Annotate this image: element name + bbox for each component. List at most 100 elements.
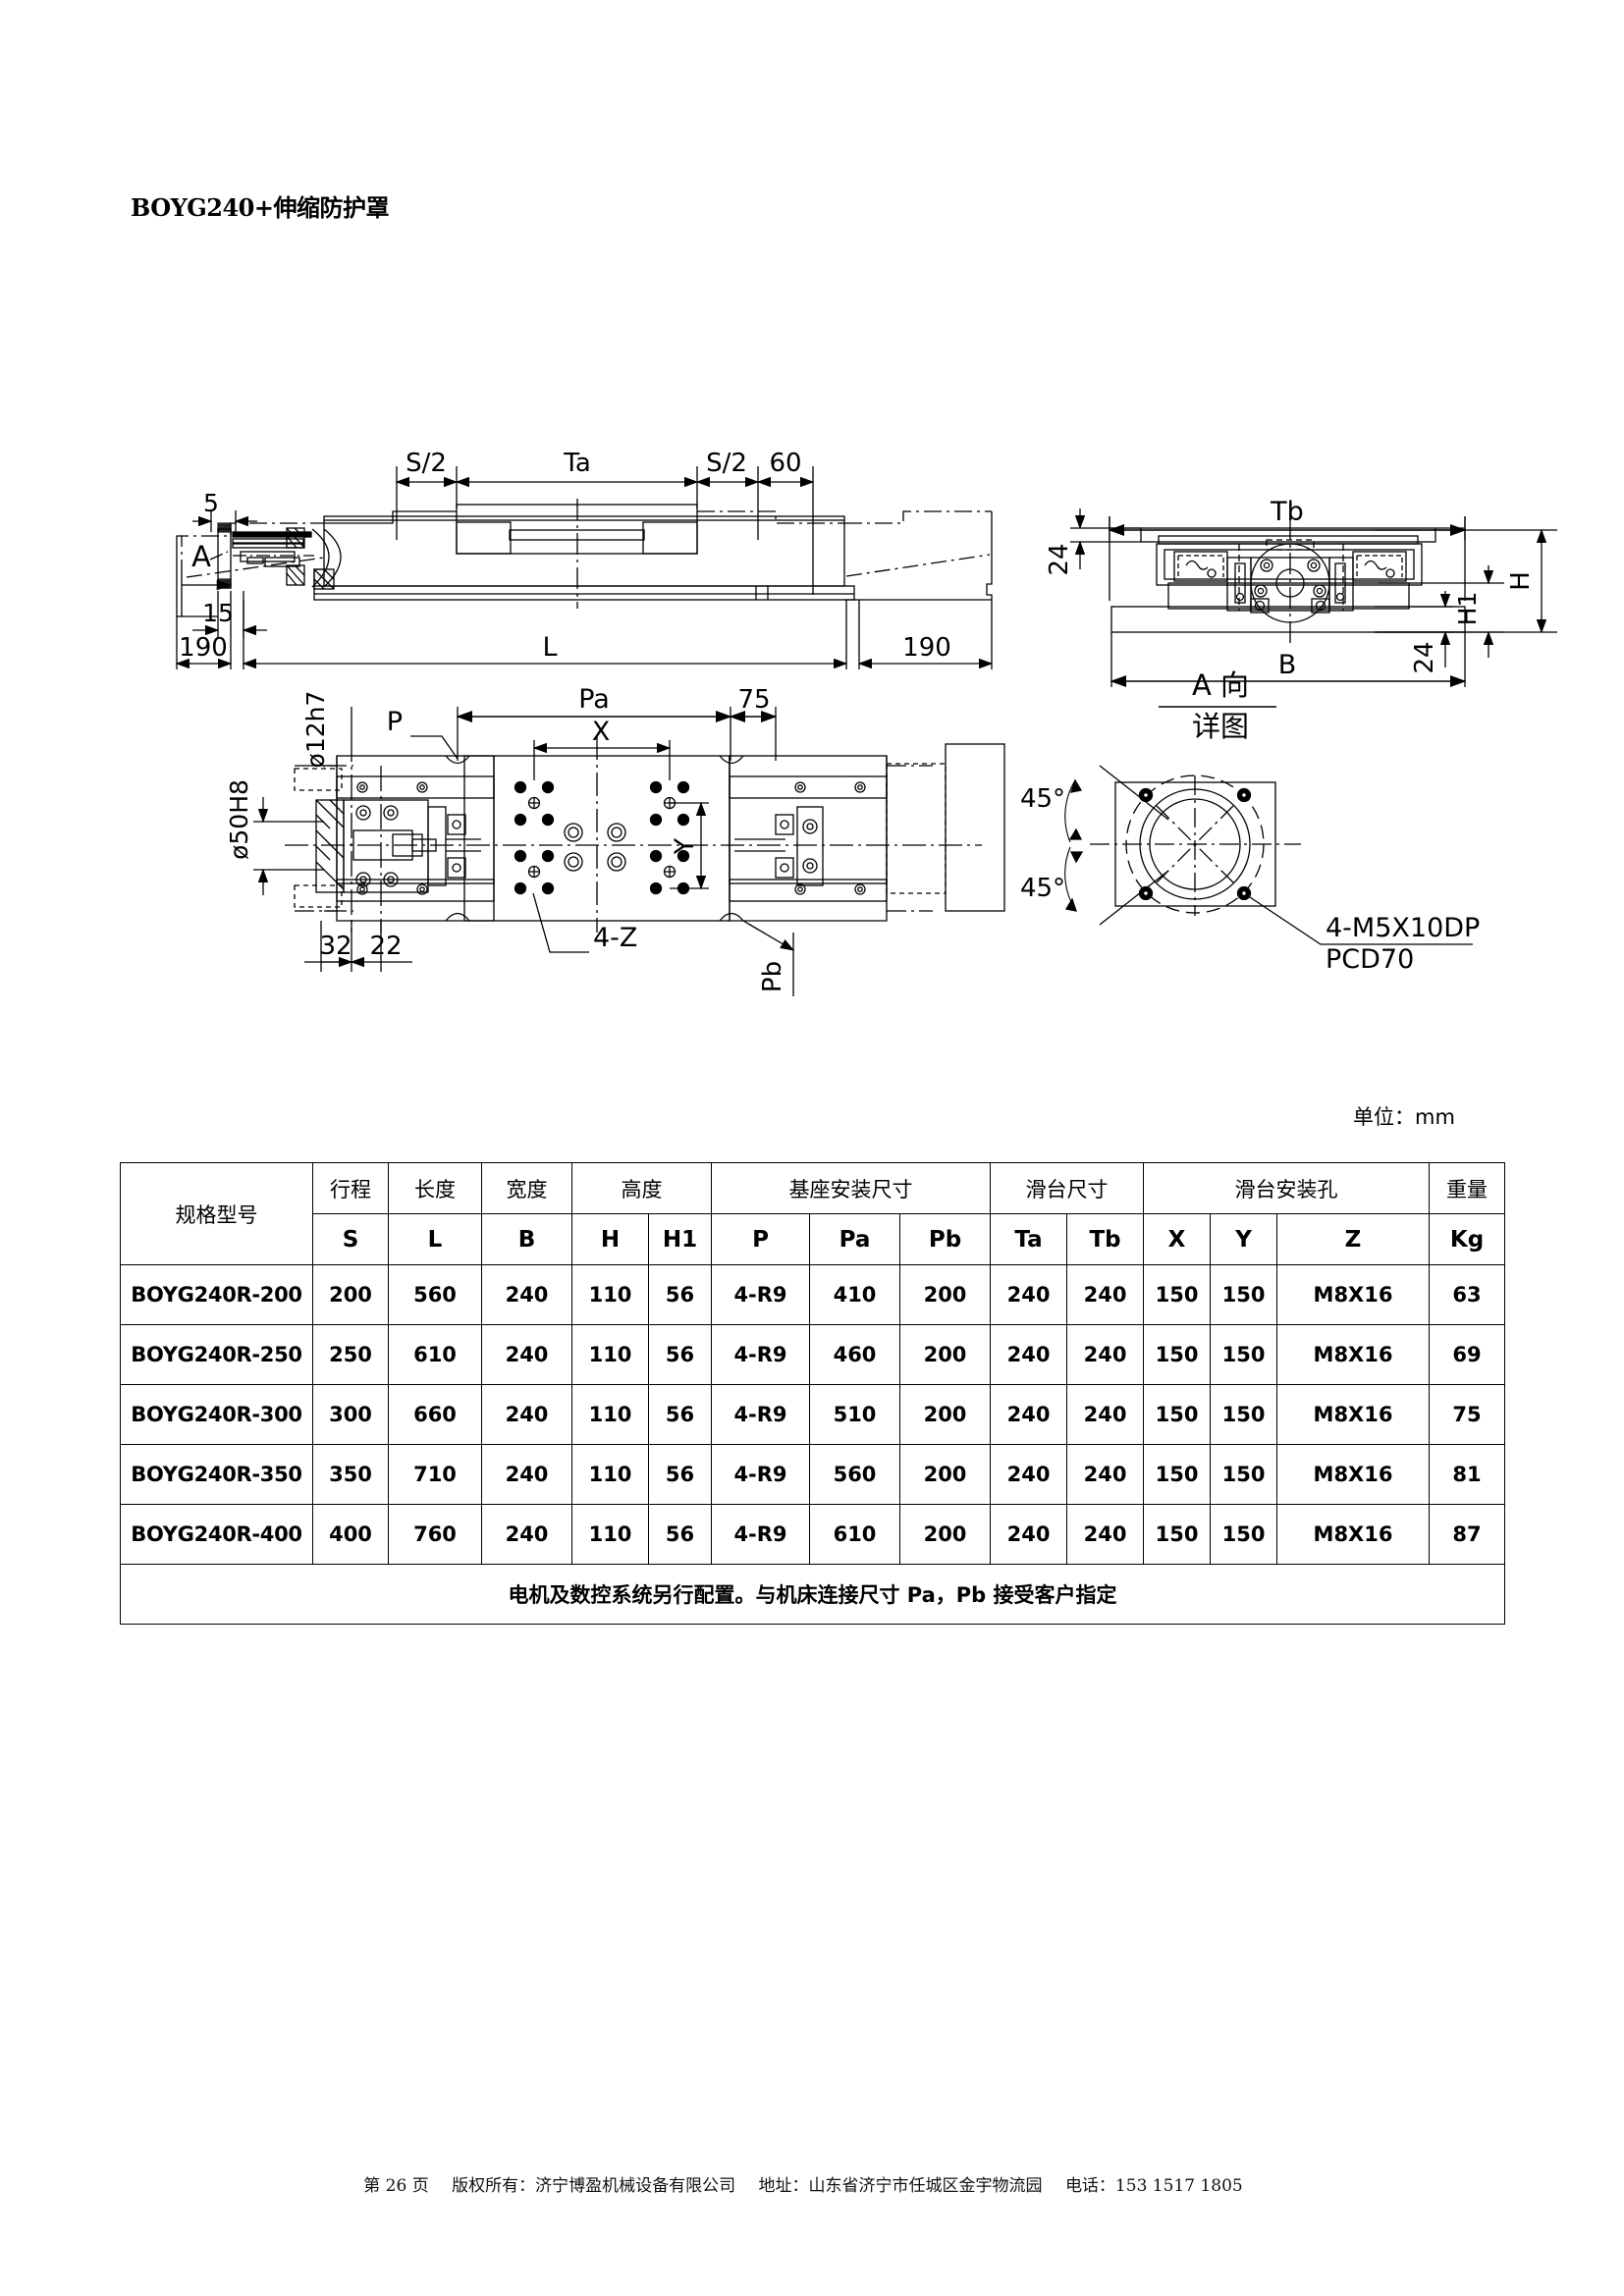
dim-B: B: [1278, 650, 1297, 680]
cell-x: 150: [1143, 1324, 1212, 1385]
cell-tb: 240: [1066, 1264, 1145, 1325]
cell-tb: 240: [1066, 1324, 1145, 1385]
symbol-header-p: P: [711, 1213, 810, 1265]
cell-pb: 200: [898, 1264, 992, 1325]
dim-dia-50H8: ø50H8: [225, 779, 253, 860]
cell-s: 300: [312, 1384, 389, 1445]
header-stroke: 行程: [312, 1162, 389, 1214]
header-height: 高度: [571, 1162, 712, 1214]
cell-tb: 240: [1066, 1384, 1145, 1445]
dim-60: 60: [769, 449, 801, 478]
cell-z: M8X16: [1276, 1504, 1431, 1565]
detail-view-a: A 向 详图: [1020, 668, 1480, 975]
footer-page-number: 第 26 页: [363, 2176, 429, 2196]
header-base-mount: 基座安装尺寸: [710, 1162, 992, 1214]
cell-l: 710: [388, 1444, 482, 1505]
dim-Ta: Ta: [563, 449, 591, 478]
symbol-header-h1: H1: [648, 1213, 712, 1265]
cell-h1: 56: [648, 1264, 712, 1325]
cell-ta: 240: [990, 1264, 1068, 1325]
symbol-header-kg: Kg: [1429, 1213, 1506, 1265]
dim-angle-top: 45°: [1020, 784, 1065, 814]
dim-15: 15: [202, 599, 234, 627]
dim-H1: H1: [1453, 592, 1482, 626]
dim-s-half-left: S/2: [406, 449, 447, 478]
symbol-header-z: Z: [1276, 1213, 1431, 1265]
table-note: 电机及数控系统另行配置。与机床连接尺寸 Pa，Pb 接受客户指定: [119, 1564, 1506, 1625]
cell-y: 150: [1210, 1384, 1278, 1445]
cell-z: M8X16: [1276, 1264, 1431, 1325]
cell-ta: 240: [990, 1384, 1068, 1445]
symbol-header-h: H: [571, 1213, 649, 1265]
units-note: 单位：mm: [1353, 1105, 1455, 1129]
cell-x: 150: [1143, 1384, 1212, 1445]
symbol-header-l: L: [388, 1213, 482, 1265]
cell-h: 110: [571, 1444, 649, 1505]
cell-b: 240: [481, 1444, 572, 1505]
cell-pa: 510: [809, 1384, 900, 1445]
cell-s: 200: [312, 1264, 389, 1325]
header-weight: 重量: [1429, 1162, 1506, 1214]
detail-title-line2: 详图: [1192, 710, 1249, 743]
header-slide-size: 滑台尺寸: [990, 1162, 1145, 1214]
cell-kg: 63: [1429, 1264, 1506, 1325]
cell-y: 150: [1210, 1264, 1278, 1325]
header-slide-holes: 滑台安装孔: [1143, 1162, 1431, 1214]
symbol-header-b: B: [481, 1213, 572, 1265]
cell-h1: 56: [648, 1444, 712, 1505]
dim-Pa: Pa: [578, 684, 610, 715]
cell-h: 110: [571, 1324, 649, 1385]
cell-h: 110: [571, 1384, 649, 1445]
drawing-canvas: 5 15 190 L 190 S/2 Ta S/2 60: [175, 449, 1557, 996]
cell-model: BOYG240R-350: [120, 1444, 313, 1505]
cell-pa: 610: [809, 1504, 900, 1565]
cell-y: 150: [1210, 1504, 1278, 1565]
cell-p: 4-R9: [711, 1444, 810, 1505]
cell-pa: 460: [809, 1324, 900, 1385]
cell-z: M8X16: [1276, 1384, 1431, 1445]
cell-pb: 200: [898, 1384, 992, 1445]
label-P: P: [387, 707, 403, 737]
cell-l: 660: [388, 1384, 482, 1445]
footer-address: 地址：山东省济宁市任城区金宇物流园: [758, 2176, 1043, 2196]
dim-75: 75: [737, 685, 770, 715]
cell-model: BOYG240R-300: [120, 1384, 313, 1445]
cell-z: M8X16: [1276, 1444, 1431, 1505]
cell-pb: 200: [898, 1324, 992, 1385]
table-note-row: 电机及数控系统另行配置。与机床连接尺寸 Pa，Pb 接受客户指定: [119, 1564, 1506, 1625]
dim-24-bottom: 24: [1410, 641, 1439, 673]
cell-h1: 56: [648, 1504, 712, 1565]
cell-x: 150: [1143, 1444, 1212, 1505]
symbol-header-x: X: [1143, 1213, 1212, 1265]
header-length: 长度: [388, 1162, 482, 1214]
cell-h: 110: [571, 1504, 649, 1565]
dim-5: 5: [203, 489, 219, 517]
detail-title-line1: A 向: [1192, 668, 1249, 702]
view-arrow-a-label: A: [191, 540, 211, 573]
symbol-header-y: Y: [1210, 1213, 1278, 1265]
page-footer: 第 26 页 版权所有：济宁博盈机械设备有限公司 地址：山东省济宁市任城区金宇物…: [0, 2171, 1624, 2196]
cell-h1: 56: [648, 1384, 712, 1445]
cell-tb: 240: [1066, 1444, 1145, 1505]
cell-kg: 69: [1429, 1324, 1506, 1385]
symbol-header-s: S: [312, 1213, 389, 1265]
dim-Pb: Pb: [758, 961, 787, 992]
cell-b: 240: [481, 1264, 572, 1325]
cell-model: BOYG240R-200: [120, 1264, 313, 1325]
cell-x: 150: [1143, 1504, 1212, 1565]
cell-x: 150: [1143, 1264, 1212, 1325]
footer-copyright: 版权所有：济宁博盈机械设备有限公司: [452, 2176, 736, 2196]
cell-y: 150: [1210, 1324, 1278, 1385]
footer-phone: 电话：153 1517 1805: [1064, 2176, 1243, 2196]
cell-p: 4-R9: [711, 1384, 810, 1445]
dim-L: L: [542, 632, 557, 663]
symbol-header-ta: Ta: [990, 1213, 1068, 1265]
